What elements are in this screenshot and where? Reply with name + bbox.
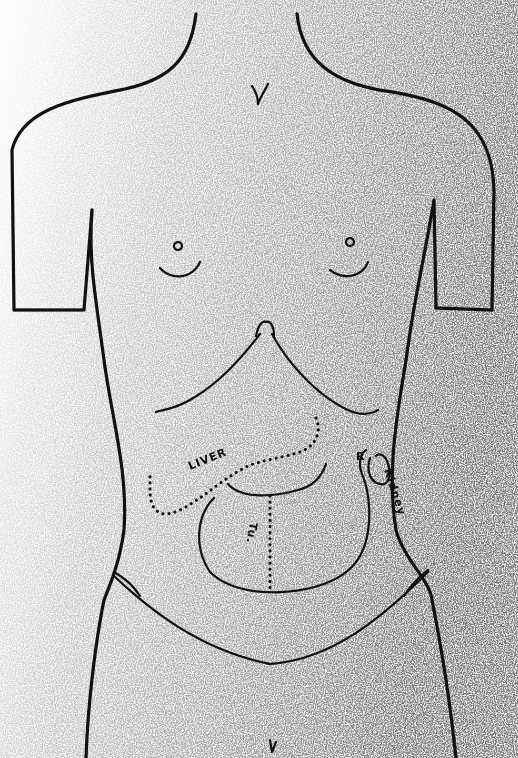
r-mark-label: R (356, 450, 365, 463)
